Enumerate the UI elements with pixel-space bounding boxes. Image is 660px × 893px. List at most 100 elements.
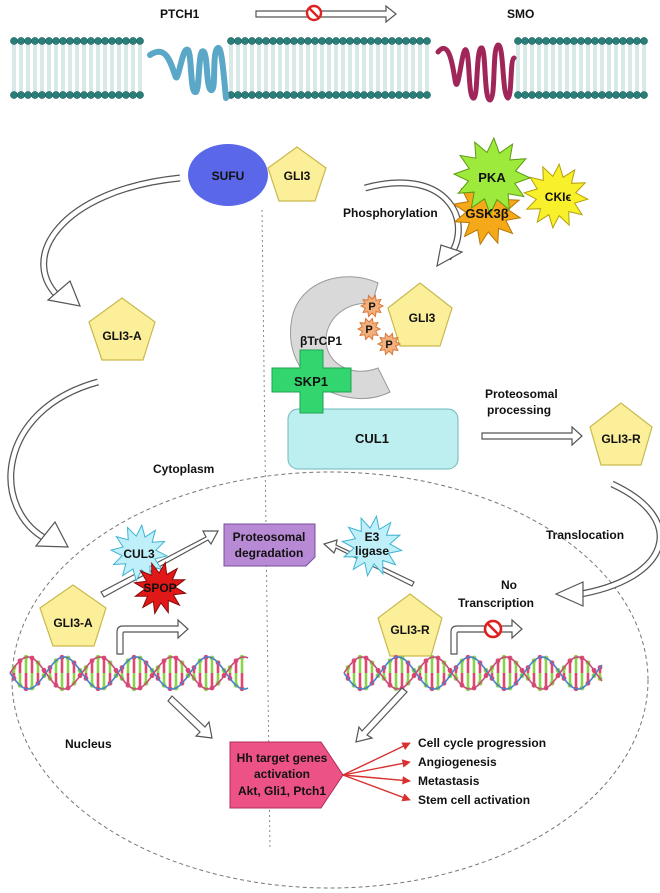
lipid-head: [535, 91, 543, 99]
processing-label-2: processing: [487, 403, 551, 417]
lipid-head: [360, 37, 368, 45]
skp1-label: SKP1: [294, 374, 328, 389]
lipid-head: [129, 91, 137, 99]
lipid-head: [66, 37, 74, 45]
cki-label: CKIϵ: [545, 190, 572, 204]
lipid-head: [423, 91, 431, 99]
lipid-head: [101, 91, 109, 99]
transcription-arrow: [116, 618, 189, 655]
smo-label: SMO: [507, 7, 534, 21]
gli3r-cytoplasm-label: GLI3-R: [601, 432, 641, 446]
lipid-head: [94, 91, 102, 99]
gli3r-nucleus-label: GLI3-R: [390, 623, 430, 637]
lipid-head: [290, 91, 298, 99]
lipid-head: [52, 91, 60, 99]
dna-to-target-arrow-right: [355, 687, 408, 743]
lipid-head: [94, 37, 102, 45]
lipid-head: [605, 91, 613, 99]
lipid-head: [521, 37, 529, 45]
outcome-arrows: [342, 742, 411, 802]
lipid-head: [626, 37, 634, 45]
gli3r-cytoplasm-pentagon: [589, 402, 653, 466]
lipid-head: [584, 91, 592, 99]
phospho-p-3: P: [385, 339, 392, 351]
lipid-head: [542, 37, 550, 45]
lipid-head: [234, 91, 242, 99]
lipid-head: [136, 91, 144, 99]
gli3a-cytoplasm-pentagon: [88, 297, 156, 361]
lipid-head: [129, 37, 137, 45]
lipid-head: [73, 91, 81, 99]
lipid-head: [52, 37, 60, 45]
lipid-head: [381, 37, 389, 45]
lipid-head: [409, 91, 417, 99]
dna-helix-left: [9, 654, 249, 692]
lipid-head: [416, 37, 424, 45]
degradation-label-1: Proteosomal: [233, 530, 306, 544]
lipid-head: [318, 91, 326, 99]
lipid-head: [514, 37, 522, 45]
lipid-head: [514, 91, 522, 99]
phospho-star-1: [359, 294, 385, 318]
lipid-head: [388, 37, 396, 45]
lipid-head: [311, 91, 319, 99]
lipid-head: [304, 37, 312, 45]
degradation-label-2: degradation: [235, 546, 304, 560]
lipid-head: [570, 37, 578, 45]
phosphorylation-label: Phosphorylation: [343, 206, 438, 220]
lipid-head: [73, 37, 81, 45]
gsk3b-label: GSK3β: [465, 206, 508, 221]
lipid-head: [80, 37, 88, 45]
lipid-head: [45, 37, 53, 45]
sufu-label: SUFU: [212, 169, 245, 183]
ptch1-receptor: [147, 44, 229, 101]
skp1-cross: [271, 349, 352, 414]
blocked-transcription-arrow: [450, 618, 523, 655]
lipid-head: [80, 91, 88, 99]
lipid-head: [584, 37, 592, 45]
pka-star: [452, 136, 532, 216]
lipid-head: [24, 91, 32, 99]
outcome-cell-cycle: Cell cycle progression: [418, 736, 546, 750]
lipid-head: [395, 37, 403, 45]
lipid-head: [227, 37, 235, 45]
lipid-head: [556, 37, 564, 45]
translocation-label: Translocation: [546, 528, 624, 542]
lipid-head: [633, 91, 641, 99]
ptch1-label: PTCH1: [160, 7, 200, 21]
lipid-head: [598, 37, 606, 45]
lipid-head: [619, 91, 627, 99]
lipid-head: [402, 37, 410, 45]
lipid-head: [255, 37, 263, 45]
lipid-head: [136, 37, 144, 45]
lipid-head: [367, 91, 375, 99]
outcome-angiogenesis: Angiogenesis: [418, 755, 497, 769]
lipid-head: [346, 91, 354, 99]
sufu-protein: [188, 144, 268, 206]
translocation-arrow: [554, 480, 660, 607]
lipid-head: [122, 91, 130, 99]
lipid-head: [31, 91, 39, 99]
target-label-1: Hh target genes: [237, 751, 328, 765]
lipid-head: [255, 91, 263, 99]
gli3a-import-arrow: [7, 378, 99, 548]
lipid-head: [59, 91, 67, 99]
gli3r-nucleus-pentagon: [377, 593, 443, 657]
lipid-head: [549, 37, 557, 45]
smo-receptor: [435, 42, 517, 103]
lipid-head: [262, 37, 270, 45]
lipid-head: [374, 91, 382, 99]
outcome-metastasis: Metastasis: [418, 774, 480, 788]
target-label-2: activation: [254, 767, 310, 781]
target-label-3: Akt, Gli1, Ptch1: [238, 784, 326, 798]
lipid-head: [304, 91, 312, 99]
pka-label: PKA: [478, 170, 506, 185]
lipid-head: [10, 91, 18, 99]
lipid-head: [241, 91, 249, 99]
lipid-head: [374, 37, 382, 45]
lipid-head: [325, 37, 333, 45]
lipid-head: [332, 37, 340, 45]
lipid-head: [535, 37, 543, 45]
lipid-head: [10, 37, 18, 45]
lipid-head: [353, 37, 361, 45]
